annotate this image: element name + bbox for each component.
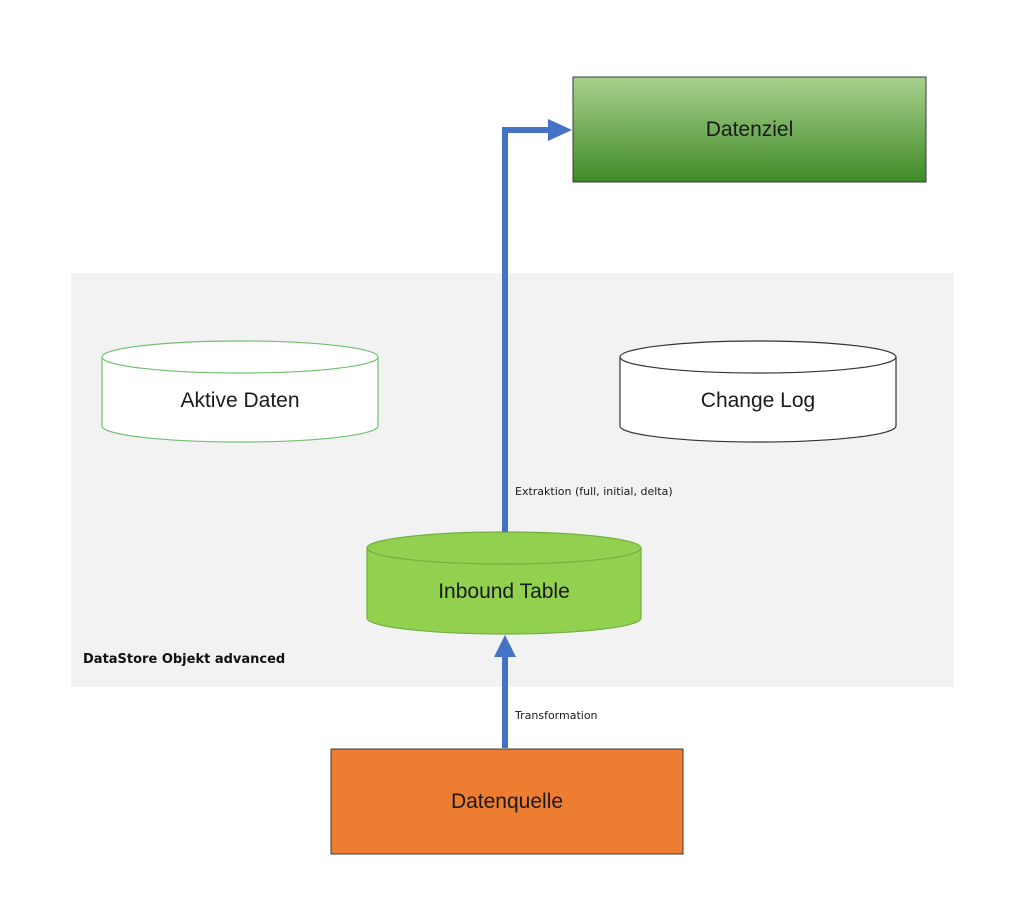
change-log-label: Change Log (701, 389, 815, 412)
transformation-arrow: Transformation (494, 635, 598, 748)
inbound-table-cylinder[interactable]: Inbound Table (366, 531, 642, 635)
target-node[interactable]: Datenziel (572, 76, 927, 183)
source-node[interactable]: Datenquelle (330, 748, 684, 855)
active-data-label: Aktive Daten (180, 389, 299, 412)
container-label: DataStore Objekt advanced (83, 652, 285, 667)
extraction-arrow: Extraktion (full, initial, delta) (502, 119, 673, 532)
change-log-cylinder[interactable]: Change Log (619, 340, 897, 443)
source-label: Datenquelle (451, 790, 563, 813)
active-data-cylinder[interactable]: Aktive Daten (101, 340, 379, 443)
extraction-label: Extraktion (full, initial, delta) (515, 485, 673, 498)
inbound-table-label: Inbound Table (438, 580, 570, 603)
transformation-label: Transformation (514, 709, 598, 722)
target-label: Datenziel (706, 118, 794, 141)
